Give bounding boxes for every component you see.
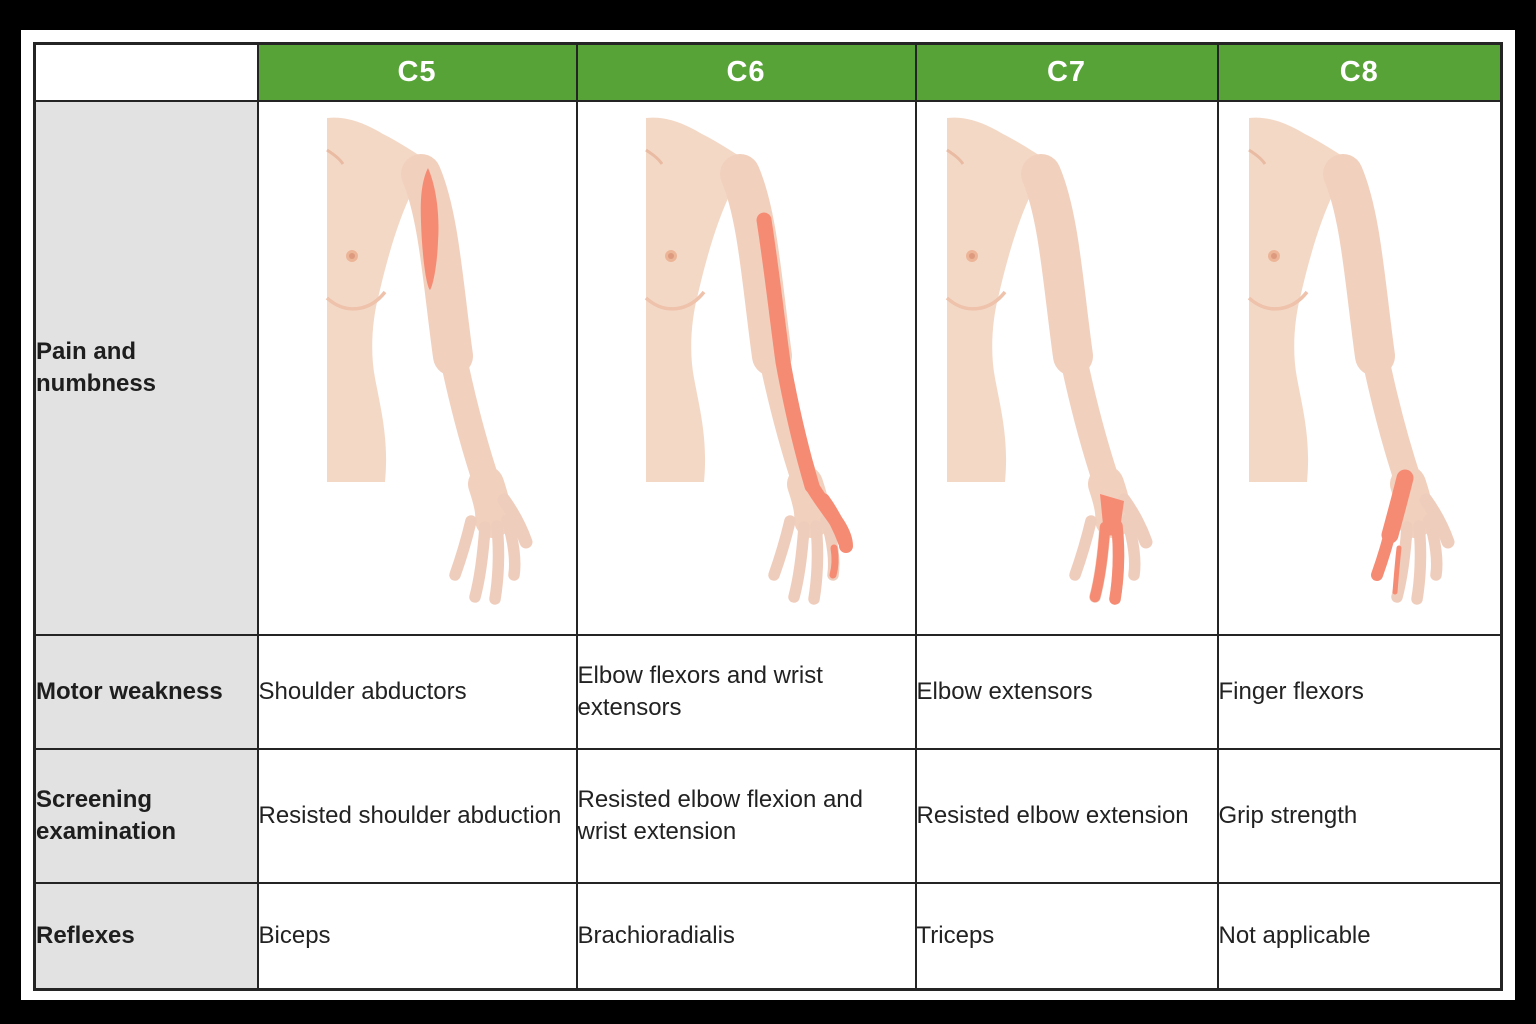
column-header-c6: C6: [575, 42, 917, 102]
row-label-motor-weakness: Motor weakness: [33, 633, 259, 750]
motor-weakness-c8: Finger flexors: [1216, 633, 1503, 750]
column-header-c5: C5: [256, 42, 578, 102]
cervical-radiculopathy-table: C5 C6 C7 C8 Pain and numbness: [33, 42, 1503, 991]
pain-illustration-cell-c8: [1216, 99, 1503, 636]
c5-dermatome-highlight: [420, 167, 439, 290]
arm-figure-c5: [261, 104, 575, 633]
column-header-c8: C8: [1216, 42, 1503, 102]
pain-illustration-cell-c6: [575, 99, 917, 636]
screening-c5: Resisted shoulder abduction: [256, 747, 578, 884]
reflex-c7: Triceps: [914, 881, 1219, 991]
reflex-c5: Biceps: [256, 881, 578, 991]
pain-illustration-cell-c7: [914, 99, 1219, 636]
motor-weakness-c7: Elbow extensors: [914, 633, 1219, 750]
screening-c6: Resisted elbow flexion and wrist extensi…: [575, 747, 917, 884]
infographic-page: C5 C6 C7 C8 Pain and numbness: [21, 30, 1515, 1000]
c8-dermatome-highlight: [1370, 469, 1413, 594]
reflex-c8: Not applicable: [1216, 881, 1503, 991]
arm-c5-dermatome-icon: [325, 117, 532, 605]
motor-weakness-c5: Shoulder abductors: [256, 633, 578, 750]
arm-figure-c8: [1220, 104, 1500, 633]
column-header-c7: C7: [914, 42, 1219, 102]
motor-weakness-c6: Elbow flexors and wrist extensors: [575, 633, 917, 750]
row-label-reflexes: Reflexes: [33, 881, 259, 991]
c7-dermatome-highlight: [1089, 493, 1124, 605]
arm-c7-dermatome-icon: [945, 117, 1152, 605]
reflex-c6: Brachioradialis: [575, 881, 917, 991]
arm-figure-c7: [918, 104, 1216, 633]
screening-c8: Grip strength: [1216, 747, 1503, 884]
arm-c6-dermatome-icon: [644, 117, 853, 605]
c6-dermatome-highlight: [756, 212, 853, 578]
corner-cell: [33, 42, 259, 102]
arm-figure-c6: [580, 104, 914, 633]
row-label-screening-examination: Screening examination: [33, 747, 259, 884]
pain-illustration-cell-c5: [256, 99, 578, 636]
row-label-pain-numbness: Pain and numbness: [33, 99, 259, 636]
arm-c8-dermatome-icon: [1247, 117, 1454, 605]
screening-c7: Resisted elbow extension: [914, 747, 1219, 884]
